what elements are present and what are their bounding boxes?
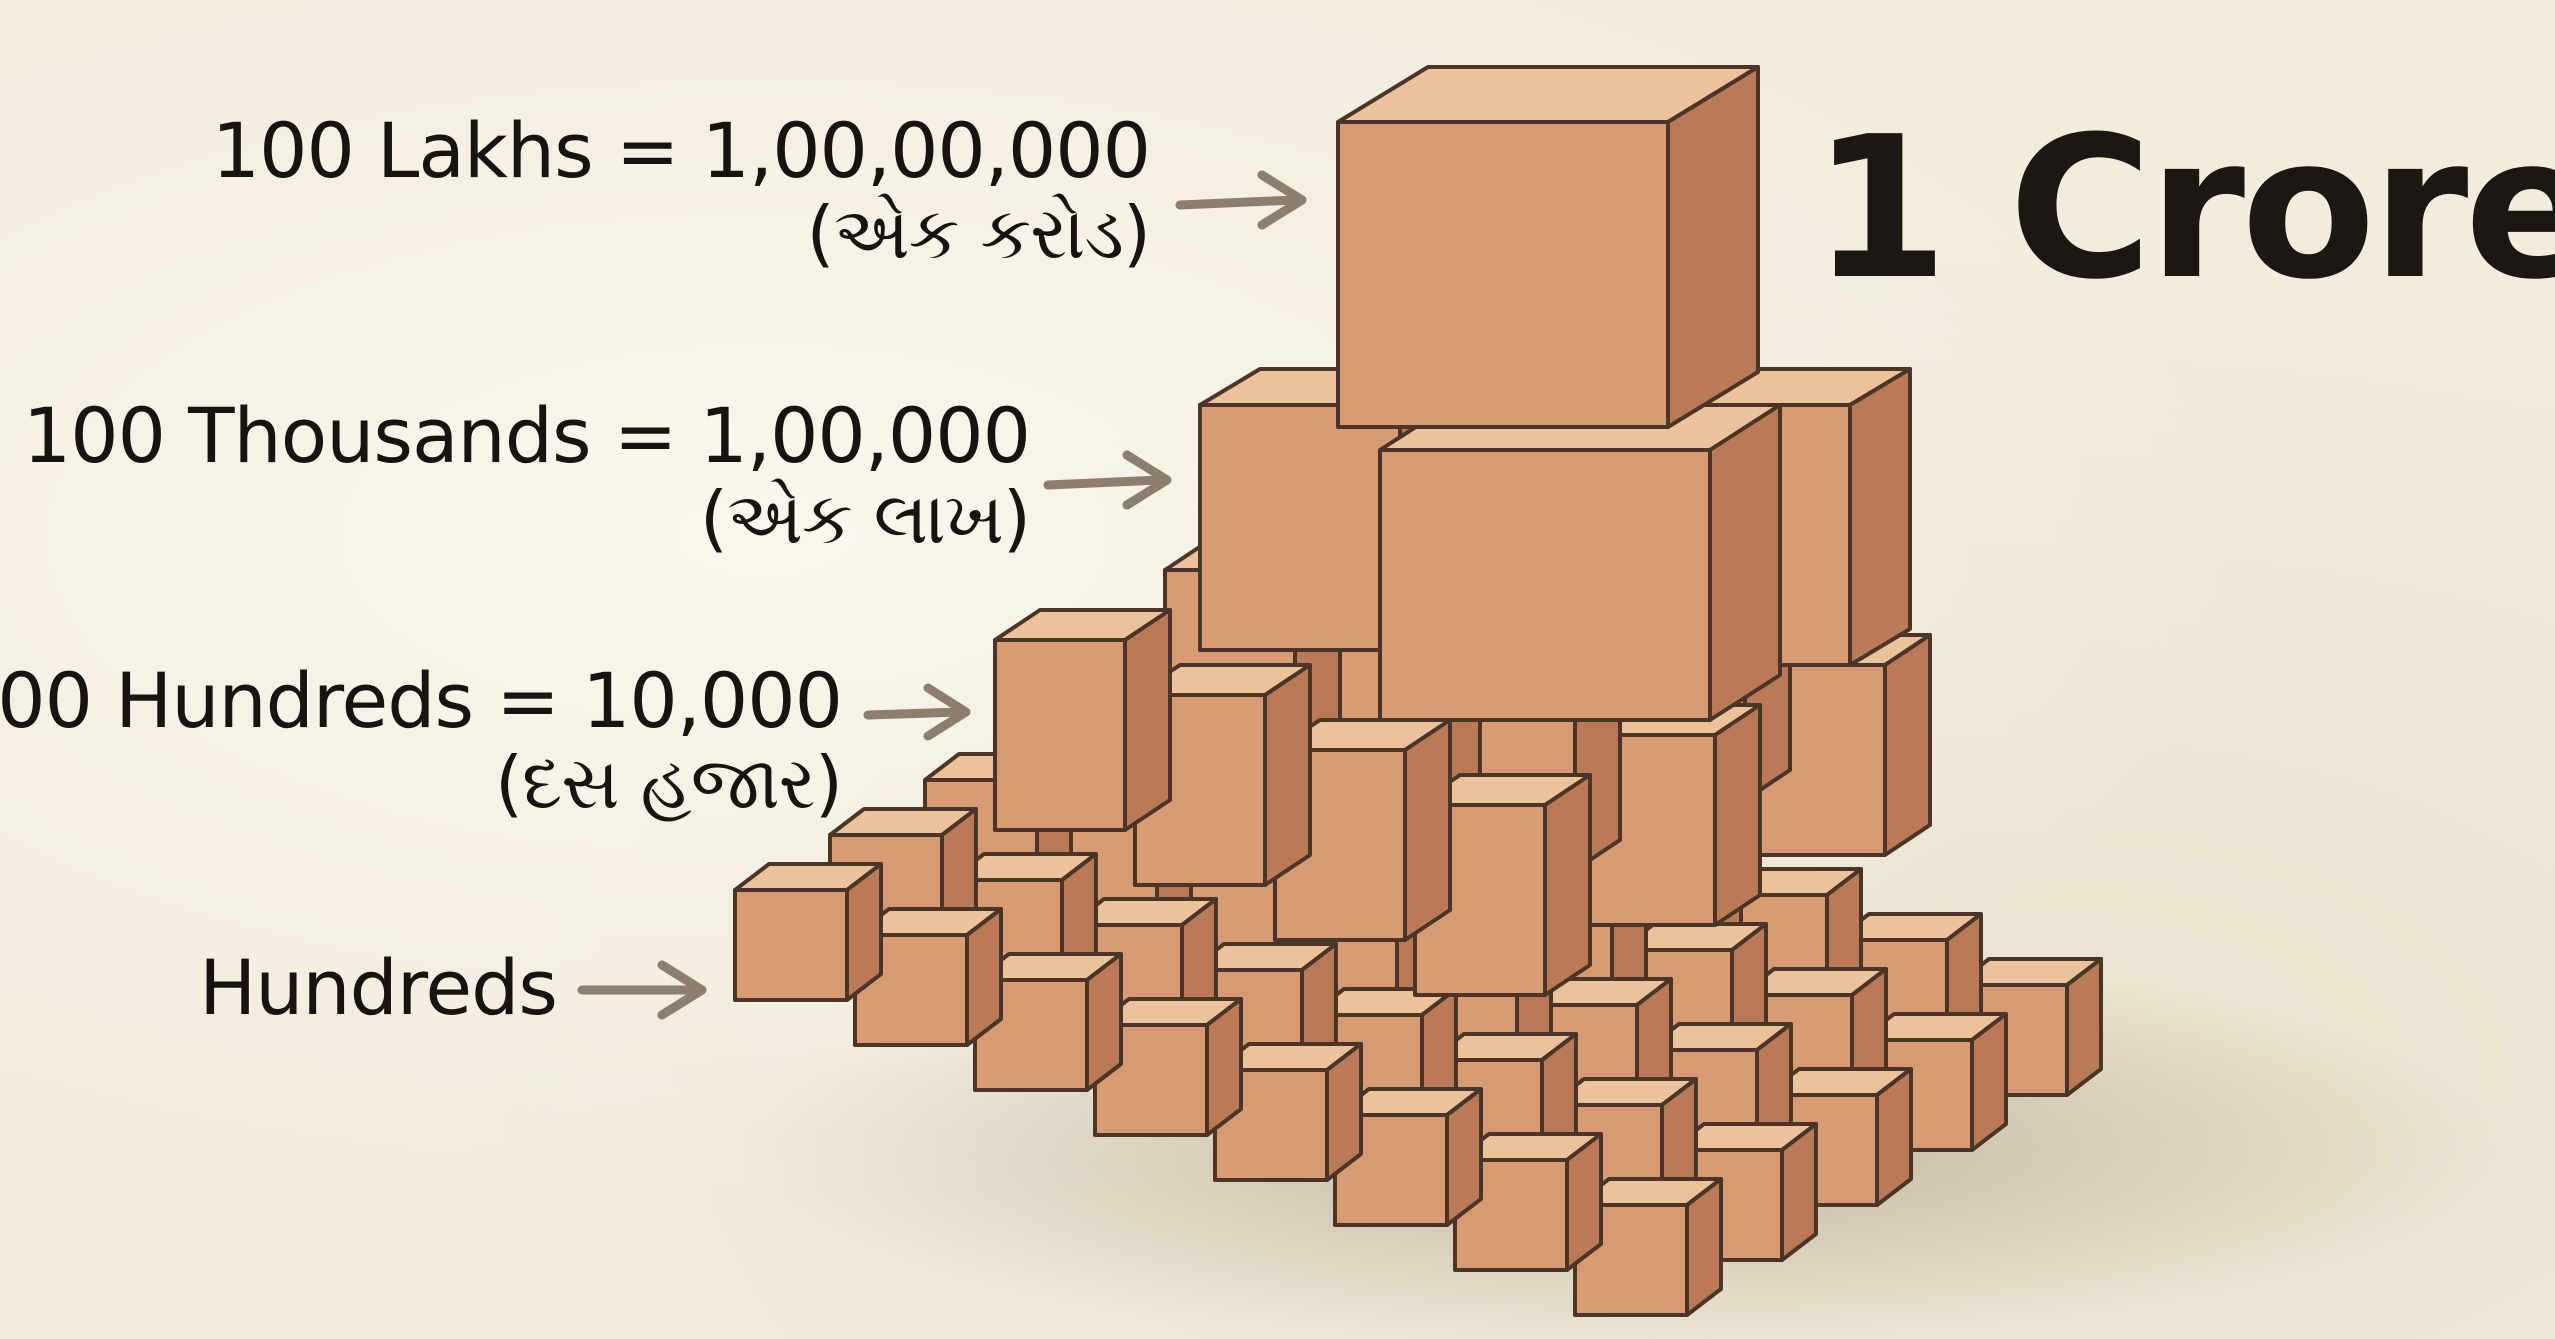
cube-side-face bbox=[1327, 1044, 1361, 1180]
cube-side-face bbox=[1668, 67, 1758, 427]
label-100-hundreds: 100 Hundreds = 10,000 (દસ હજાર) bbox=[0, 658, 842, 824]
cube-side-face bbox=[1885, 635, 1930, 855]
cube-side-face bbox=[967, 909, 1001, 1045]
cube-icon bbox=[1380, 405, 1780, 720]
top-cube bbox=[1338, 67, 1758, 427]
cube-side-face bbox=[1087, 954, 1121, 1090]
cube-side-face bbox=[1545, 775, 1590, 995]
arrow-right-icon bbox=[1048, 455, 1167, 505]
cube-side-face bbox=[1447, 1089, 1481, 1225]
arrow-right-icon bbox=[1180, 175, 1302, 225]
arrow-right-icon bbox=[582, 965, 702, 1015]
arrow-right-icon bbox=[868, 688, 966, 736]
label-100-thousands: 100 Thousands = 1,00,000 (એક લાખ) bbox=[0, 393, 1030, 559]
cube-side-face bbox=[847, 864, 881, 1000]
cube-side-face bbox=[1715, 705, 1760, 925]
cube-side-face bbox=[1687, 1179, 1721, 1315]
cube-front-face bbox=[1380, 450, 1710, 720]
cube-side-face bbox=[1265, 665, 1310, 885]
label-gujarati: (એક લાખ) bbox=[0, 478, 1030, 559]
label-main: 100 Lakhs = 1,00,00,000 bbox=[212, 106, 1150, 195]
cube-front-face bbox=[1200, 405, 1400, 650]
cube-front-face bbox=[735, 890, 847, 1000]
cube-side-face bbox=[1972, 1014, 2006, 1150]
cube-side-face bbox=[1877, 1069, 1911, 1205]
cube-side-face bbox=[1782, 1124, 1816, 1260]
label-gujarati: (દસ હજાર) bbox=[0, 743, 842, 824]
cube-side-face bbox=[1710, 405, 1780, 720]
cube-side-face bbox=[1125, 610, 1170, 830]
cube-side-face bbox=[1207, 999, 1241, 1135]
cube-side-face bbox=[1567, 1134, 1601, 1270]
cube-icon bbox=[735, 864, 881, 1000]
cube-front-face bbox=[995, 640, 1125, 830]
label-main: 100 Hundreds = 10,000 bbox=[0, 656, 842, 745]
title-1-crore: 1 Crore bbox=[1812, 95, 2555, 323]
cube-icon bbox=[1338, 67, 1758, 427]
label-hundreds: Hundreds bbox=[0, 945, 557, 1030]
label-main: 100 Thousands = 1,00,000 bbox=[23, 391, 1030, 480]
cube-side-face bbox=[1850, 369, 1910, 665]
label-100-lakhs: 100 Lakhs = 1,00,00,000 (એક કરોડ) bbox=[50, 108, 1150, 274]
cube-side-face bbox=[2067, 959, 2101, 1095]
cube-side-face bbox=[1405, 720, 1450, 940]
label-gujarati: (એક કરોડ) bbox=[50, 193, 1150, 274]
label-main: Hundreds bbox=[199, 943, 557, 1032]
cube-icon bbox=[995, 610, 1170, 830]
cube-front-face bbox=[1338, 122, 1668, 427]
